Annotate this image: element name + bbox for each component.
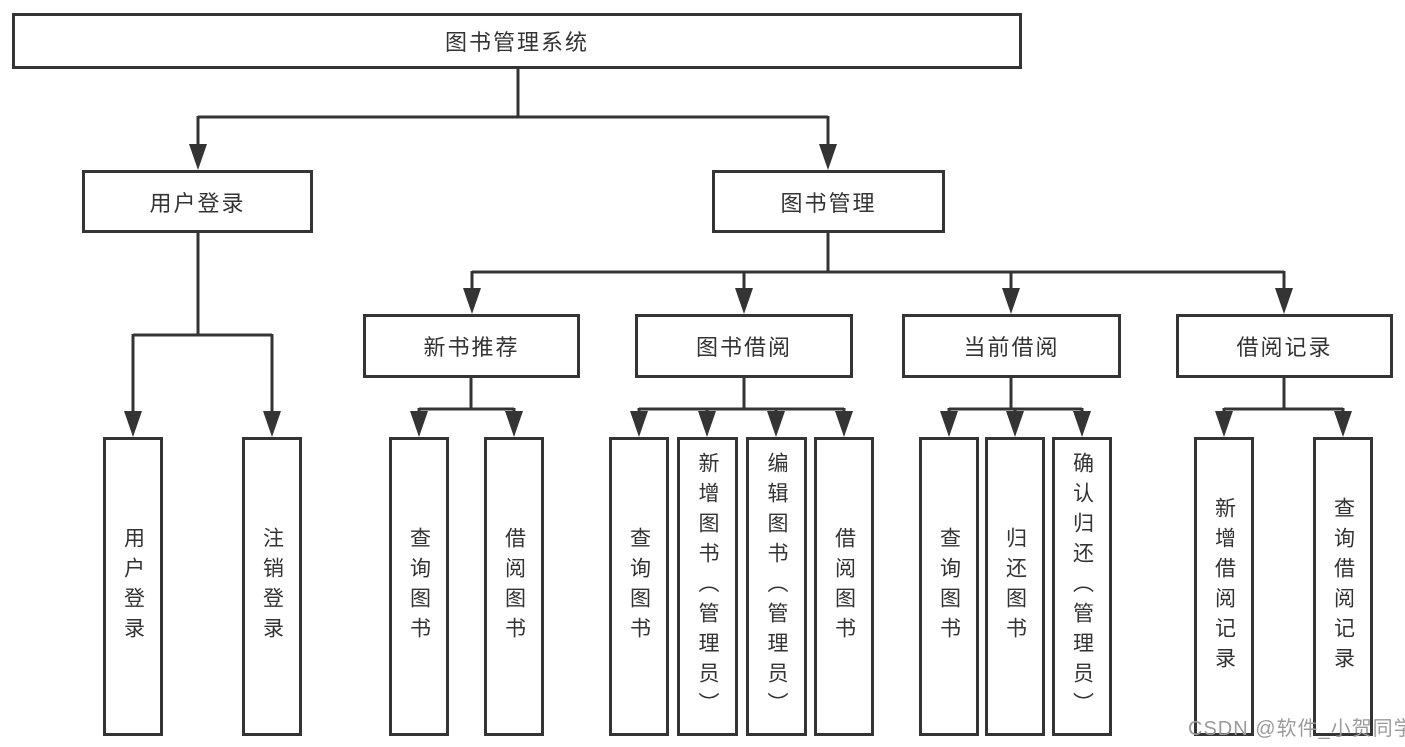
- leaf-return-books: 归还图书: [985, 437, 1045, 736]
- leaf-borrow-books-recommend: 借阅图书: [484, 437, 544, 736]
- node-book-borrowing: 图书借阅: [635, 314, 853, 378]
- arrowheads-records-leaves: [1215, 411, 1352, 437]
- node-borrowing-records: 借阅记录: [1176, 314, 1393, 378]
- arrowheads-current-leaves: [940, 411, 1091, 437]
- node-new-book-recommend: 新书推荐: [363, 314, 580, 378]
- connector-current-to-leaves: [947, 378, 1084, 413]
- node-current-borrowing: 当前借阅: [902, 314, 1121, 378]
- leaf-query-books-recommend: 查询图书: [389, 437, 449, 736]
- leaf-query-borrow-record: 查询借阅记录: [1313, 437, 1373, 736]
- arrowheads-level2: [189, 144, 837, 170]
- csdn-watermark: CSDN @软件_小贺同学: [1188, 718, 1405, 740]
- arrowheads-userlogin-leaves: [124, 411, 281, 437]
- node-book-management: 图书管理: [712, 170, 945, 233]
- leaf-confirm-return-admin: 确认归还（管理员）: [1052, 437, 1112, 736]
- leaf-add-borrow-record: 新增借阅记录: [1194, 437, 1254, 736]
- leaf-logout: 注销登录: [242, 437, 302, 736]
- arrowheads-level3: [463, 288, 1293, 314]
- leaf-query-books-borrowing: 查询图书: [609, 437, 669, 736]
- node-root: 图书管理系统: [12, 13, 1022, 69]
- connector-newbook-to-leaves: [417, 378, 516, 413]
- leaf-user-login: 用户登录: [103, 437, 163, 736]
- leaf-borrow-books-borrowing: 借阅图书: [814, 437, 874, 736]
- leaf-query-books-current: 查询图书: [919, 437, 979, 736]
- arrowheads-borrowing-leaves: [630, 411, 853, 437]
- connector-root-to-level2: [196, 69, 830, 146]
- node-user-login: 用户登录: [82, 170, 313, 233]
- leaf-add-books-admin: 新增图书（管理员）: [677, 437, 738, 736]
- connector-userlogin-to-leaves: [131, 233, 274, 413]
- leaf-edit-books-admin: 编辑图书（管理员）: [746, 437, 807, 736]
- connector-bookmgmt-to-level3: [470, 233, 1286, 290]
- connector-records-to-leaves: [1222, 378, 1345, 413]
- connector-borrowing-to-leaves: [637, 378, 846, 413]
- arrowheads-newbook-leaves: [410, 411, 523, 437]
